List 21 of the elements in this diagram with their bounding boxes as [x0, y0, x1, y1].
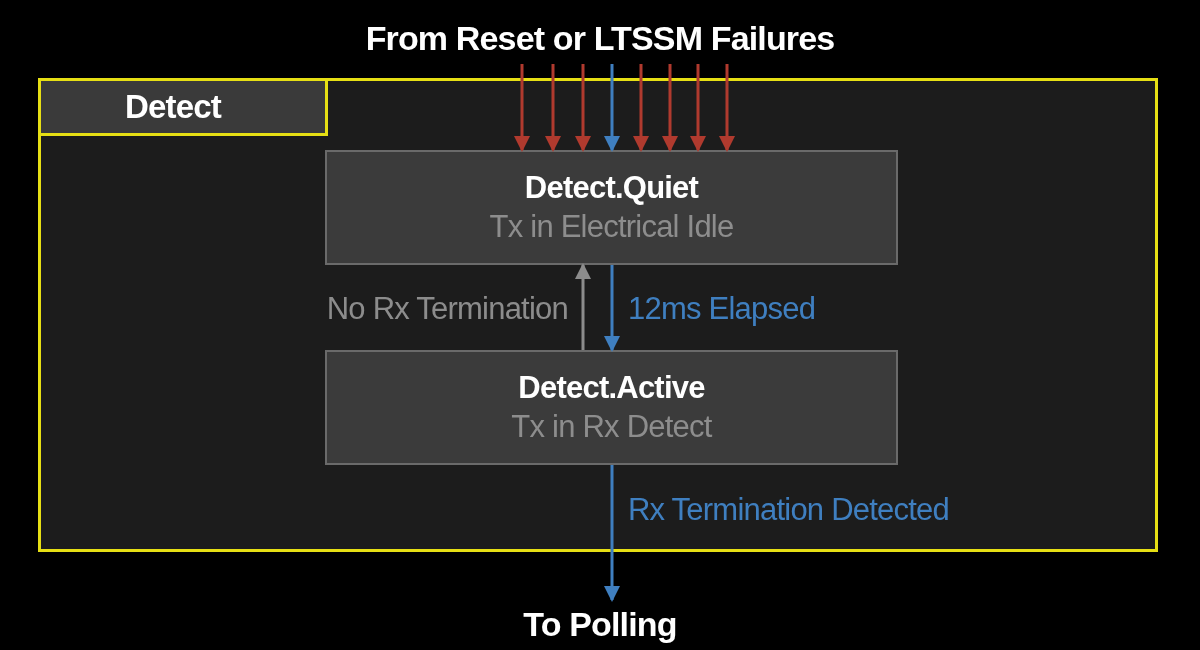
arrow: [604, 265, 620, 352]
flow-endpoint-text: From Reset or LTSSM Failures: [310, 12, 890, 64]
arrow: [604, 465, 620, 602]
flow-endpoint-text: To Polling: [490, 600, 710, 648]
arrow: [690, 64, 706, 152]
arrow: [575, 64, 591, 152]
arrow: [633, 64, 649, 152]
arrow: [719, 64, 735, 152]
arrow: [662, 64, 678, 152]
state-description: Tx in Electrical Idle: [489, 207, 734, 246]
arrow: [604, 64, 620, 152]
state-description: Tx in Rx Detect: [511, 407, 712, 446]
arrow: [575, 263, 591, 350]
arrow: [514, 64, 530, 152]
group-title-tab: Detect: [38, 78, 328, 136]
state-name: Detect.Active: [518, 368, 705, 407]
state-name: Detect.Quiet: [524, 168, 699, 207]
state-group-frame: [38, 78, 1158, 552]
arrow: [545, 64, 561, 152]
state-box: [325, 350, 898, 465]
state-box: [325, 150, 898, 265]
